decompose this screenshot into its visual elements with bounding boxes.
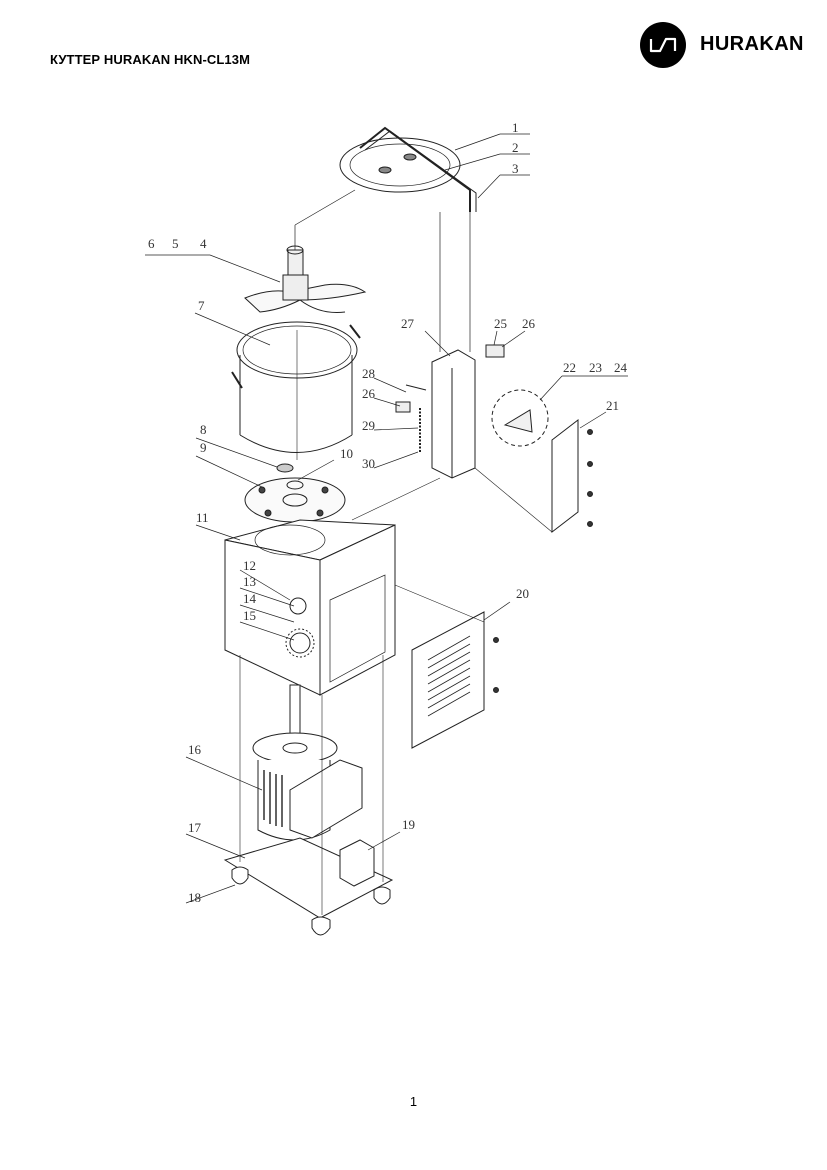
rear-plate — [551, 418, 579, 534]
callout-label: 26 — [522, 316, 536, 331]
callout-label: 14 — [243, 591, 257, 606]
lift-column — [431, 349, 476, 479]
callout-label: 7 — [198, 298, 205, 313]
vent-panel — [411, 611, 485, 749]
brand-name: HURAKAN — [700, 33, 804, 55]
callout-label: 18 — [188, 890, 201, 905]
brand-logo: HURAKAN — [640, 20, 810, 68]
terminal-box — [289, 759, 363, 839]
timer-dial — [289, 632, 311, 654]
callout-label: 13 — [243, 574, 256, 589]
callout-label: 2 — [512, 140, 519, 155]
control-knob-1 — [289, 597, 307, 615]
callout-label: 15 — [243, 608, 256, 623]
callout-label: 12 — [243, 558, 256, 573]
callout-label: 21 — [606, 398, 619, 413]
callout-label: 10 — [340, 446, 353, 461]
motor-flange — [252, 732, 338, 764]
callout-label: 6 — [148, 236, 155, 251]
document-title: КУТТЕР HURAKAN HKN-CL13M — [50, 52, 251, 67]
callout-label: 24 — [614, 360, 628, 375]
page-number: 1 — [409, 1094, 418, 1109]
callout-label: 19 — [402, 817, 415, 832]
callout-label: 30 — [362, 456, 375, 471]
callout-label: 26 — [362, 386, 376, 401]
callout-label: 25 — [494, 316, 507, 331]
callout-label: 22 — [563, 360, 576, 375]
callout-label: 17 — [188, 820, 202, 835]
callout-label: 23 — [589, 360, 602, 375]
callout-label: 8 — [200, 422, 207, 437]
callout-label: 28 — [362, 366, 375, 381]
callout-label: 29 — [362, 418, 375, 433]
callout-label: 27 — [401, 316, 415, 331]
base-plate — [223, 837, 394, 919]
lid — [339, 137, 461, 193]
callout-label: 4 — [200, 236, 207, 251]
callout-label: 9 — [200, 440, 207, 455]
callout-label: 11 — [196, 510, 209, 525]
capacitor — [339, 839, 375, 887]
callout-label: 5 — [172, 236, 179, 251]
logo-mark-icon — [640, 22, 686, 68]
callout-label: 20 — [516, 586, 529, 601]
callout-label: 16 — [188, 742, 202, 757]
lid-arm — [359, 126, 471, 212]
callout-label: 3 — [512, 161, 519, 176]
callout-label: 1 — [512, 120, 519, 135]
bowl-base-plate — [244, 477, 346, 523]
housing-front — [224, 539, 321, 696]
